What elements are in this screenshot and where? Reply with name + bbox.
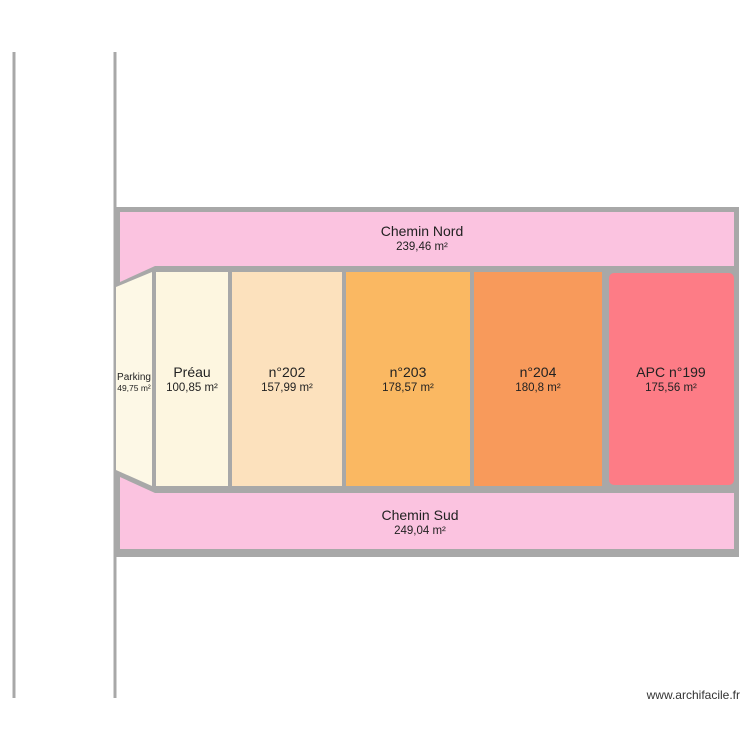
- room-apc-199[interactable]: [609, 273, 734, 485]
- preau-name: Préau: [173, 364, 210, 380]
- room-preau[interactable]: [156, 272, 228, 486]
- n203-area: 178,57 m²: [382, 382, 434, 394]
- apc-199-area: 175,56 m²: [645, 382, 697, 394]
- room-n203[interactable]: [346, 272, 470, 486]
- n202-name: n°202: [269, 364, 306, 380]
- room-n204[interactable]: [474, 272, 602, 486]
- watermark-text: www.archifacile.fr: [646, 688, 740, 702]
- parking-area: 49,75 m²: [117, 383, 151, 393]
- room-parking[interactable]: [116, 272, 152, 486]
- chemin-sud-area: 249,04 m²: [394, 525, 446, 537]
- room-n202[interactable]: [232, 272, 342, 486]
- parking-name: Parking: [117, 372, 151, 383]
- apc-199-name: APC n°199: [636, 364, 706, 380]
- n204-area: 180,8 m²: [515, 382, 561, 394]
- room-chemin-nord[interactable]: [120, 212, 734, 282]
- chemin-nord-area: 239,46 m²: [396, 241, 448, 253]
- n203-name: n°203: [390, 364, 427, 380]
- chemin-sud-name: Chemin Sud: [381, 507, 458, 523]
- preau-area: 100,85 m²: [166, 382, 218, 394]
- n204-name: n°204: [520, 364, 557, 380]
- n202-area: 157,99 m²: [261, 382, 313, 394]
- chemin-nord-name: Chemin Nord: [381, 223, 463, 239]
- room-chemin-sud[interactable]: [120, 477, 734, 549]
